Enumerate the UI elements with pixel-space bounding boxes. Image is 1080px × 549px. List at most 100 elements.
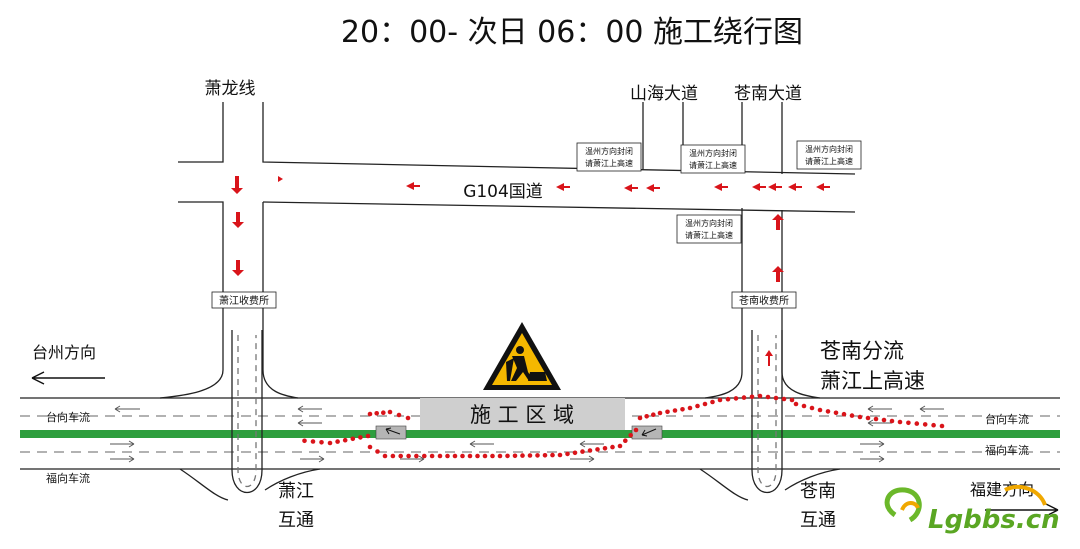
map-title: 20：00- 次日 06：00 施工绕行图	[341, 15, 803, 50]
detour-dot	[527, 453, 533, 458]
closure-sign-1: 温州方向封闭 请萧江上高速	[576, 142, 642, 172]
detour-dot	[414, 453, 419, 459]
detour-dot	[497, 453, 503, 459]
detour-dot	[460, 453, 465, 459]
detour-dot	[833, 410, 839, 416]
detour-dot	[873, 416, 879, 422]
detour-dot	[398, 453, 404, 459]
detour-dot	[382, 453, 388, 459]
detour-dot	[610, 444, 615, 450]
road-g104-label: G104国道	[463, 182, 543, 202]
detour-dot	[817, 407, 823, 413]
detour-dot	[749, 394, 755, 400]
detour-dot	[319, 440, 324, 445]
toll-cangnan-label: 苍南收费所	[739, 294, 789, 307]
closure-sign-2: 温州方向封闭 请萧江上高速	[680, 144, 746, 174]
detour-dot	[733, 396, 739, 401]
detour-dot	[657, 410, 663, 416]
detour-dot	[302, 438, 307, 444]
detour-dot	[849, 413, 855, 418]
detour-dot	[390, 453, 396, 459]
detour-dot	[342, 437, 348, 443]
detour-dot	[396, 412, 402, 418]
diversion-note-line1: 苍南分流	[820, 339, 904, 363]
xiaojiang-interchange-label-2: 互通	[278, 510, 314, 531]
closure-sign-line2: 请萧江上高速	[689, 160, 737, 170]
closure-sign-line2: 请萧江上高速	[685, 230, 733, 240]
detour-dot	[865, 415, 871, 421]
detour-dot	[445, 453, 450, 459]
detour-dot	[825, 409, 831, 414]
watermark-text: Lgbbs.cn	[928, 505, 1060, 535]
detour-dot	[572, 450, 578, 456]
detour-dot	[939, 423, 945, 429]
detour-dot	[793, 401, 799, 407]
detour-dot	[406, 453, 411, 459]
detour-dot	[628, 433, 633, 438]
toll-cangnan: 苍南收费所	[731, 291, 797, 309]
closure-sign-line1: 温州方向封闭	[689, 148, 737, 158]
lgbbs-logo: Lgbbs.cn	[884, 484, 1060, 535]
median-strip	[20, 430, 1060, 438]
xiaojiang-interchange	[159, 330, 321, 501]
detour-dot	[375, 449, 380, 454]
detour-dot	[335, 439, 340, 444]
detour-dot	[467, 453, 473, 459]
cangnan-interchange	[699, 330, 841, 501]
toll-xiaojiang-label: 萧江收费所	[219, 294, 269, 307]
closure-sign-line2: 请萧江上高速	[805, 156, 853, 166]
detour-dot	[327, 440, 333, 446]
detour-dot	[350, 436, 356, 442]
detour-dot	[381, 410, 386, 416]
xiaojiang-interchange-label-1: 萧江	[278, 481, 314, 502]
detour-dot	[587, 448, 593, 453]
detour-dot	[897, 419, 903, 425]
local-roads	[178, 102, 856, 372]
detour-dot	[422, 453, 427, 459]
closure-sign-3: 温州方向封闭 请萧江上高速	[796, 140, 862, 170]
detour-dot	[617, 443, 623, 449]
construction-warning-icon	[483, 322, 561, 390]
detour-dot	[717, 397, 723, 403]
detour-dot	[387, 409, 393, 415]
road-shanhai-label: 山海大道	[630, 84, 698, 104]
detour-arrows	[231, 176, 830, 366]
detour-dot	[595, 447, 600, 452]
detour-dot	[906, 420, 911, 426]
detour-dot	[809, 405, 815, 411]
fujian-arrow	[985, 503, 1059, 517]
cangnan-interchange-label-2: 互通	[800, 510, 836, 531]
detour-dot	[644, 414, 649, 419]
detour-dot	[710, 399, 715, 405]
detour-dot	[702, 401, 708, 407]
taizhou-arrow	[31, 371, 105, 385]
detour-dot	[651, 412, 656, 418]
detour-dot	[542, 453, 548, 458]
detour-dot	[773, 395, 779, 401]
road-cangnan-label: 苍南大道	[734, 84, 802, 104]
construction-zone-box	[420, 398, 625, 430]
detour-dot	[889, 418, 895, 424]
detour-dot	[695, 403, 700, 409]
detour-dot	[765, 394, 771, 400]
detour-dot	[310, 439, 316, 444]
detour-dot	[452, 453, 458, 459]
detour-dot	[922, 422, 928, 427]
detour-dot	[565, 451, 570, 457]
detour-dot	[490, 453, 495, 459]
detour-dot	[550, 452, 555, 458]
tai-flow-right: 台向车流	[985, 412, 1029, 426]
detour-dot	[482, 453, 488, 459]
taizhou-direction-label: 台州方向	[32, 343, 96, 362]
detour-dot	[680, 407, 685, 412]
cangnan-interchange-label-1: 苍南	[800, 481, 836, 502]
detour-dot	[505, 453, 510, 459]
crossover-left	[375, 425, 407, 440]
closure-sign-line2: 请萧江上高速	[585, 158, 633, 168]
fu-flow-right: 福向车流	[985, 443, 1029, 457]
tai-flow-left: 台向车流	[46, 410, 90, 424]
road-xiaolong-label: 萧龙线	[205, 79, 256, 99]
detour-dot	[520, 453, 525, 458]
detour-dot	[741, 395, 747, 400]
